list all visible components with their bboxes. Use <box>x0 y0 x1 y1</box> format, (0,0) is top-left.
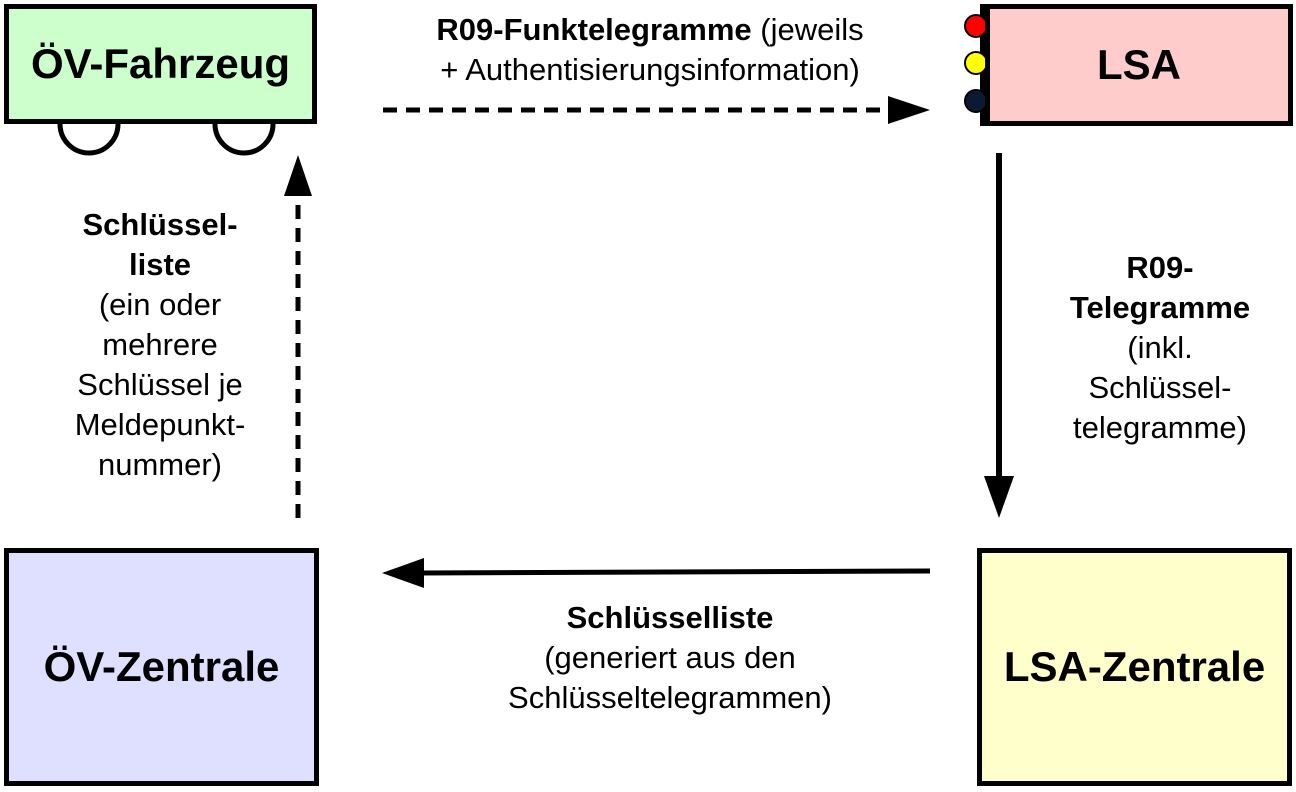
edge-label-vehicle-to-lsa-line1: R09-Funktelegramme (jeweils <box>360 10 940 50</box>
edge-label-lsa-to-lsa-zentrale-bold2-text: Telegramme <box>1069 290 1251 325</box>
edge-label-oev-zentrale-to-vehicle-bold2: liste <box>20 245 300 285</box>
vehicle-wheel-left <box>57 123 121 156</box>
arrow-oev-zentrale-to-vehicle-head <box>284 155 312 196</box>
edge-label-oev-zentrale-to-vehicle-line4: mehrere <box>102 327 218 362</box>
node-lsa: LSA <box>985 4 1293 126</box>
edge-label-vehicle-to-lsa-bold: R09-Funktelegramme <box>436 12 752 47</box>
edge-label-oev-zentrale-to-vehicle-line5: Schlüssel je <box>77 367 243 402</box>
arrow-vehicle-to-lsa-head <box>888 96 930 124</box>
edge-label-lsa-to-lsa-zentrale-bold1-text: R09- <box>1126 250 1194 285</box>
edge-label-vehicle-to-lsa: R09-Funktelegramme (jeweils + Authentisi… <box>360 10 940 90</box>
signal-dark-light <box>964 89 988 113</box>
arrow-lsa-zentrale-to-oev-zentrale-head <box>382 558 424 588</box>
edge-label-oev-zentrale-to-vehicle-bold2-text: liste <box>128 247 192 282</box>
edge-label-oev-zentrale-to-vehicle-line3: (ein oder <box>98 287 222 322</box>
edge-label-oev-zentrale-to-vehicle-bold1: Schlüssel- <box>20 205 300 245</box>
node-oev-zentrale-label: ÖV-Zentrale <box>43 643 280 690</box>
edge-label-oev-zentrale-to-vehicle-bold1-text: Schlüssel- <box>82 207 238 242</box>
edge-label-lsa-to-lsa-zentrale: R09- Telegramme (inkl. Schlüssel- telegr… <box>1030 248 1290 448</box>
edge-label-oev-zentrale-to-vehicle: Schlüssel- liste (ein oder mehrere Schlü… <box>20 205 300 485</box>
edge-label-lsa-to-lsa-zentrale-bold1: R09- <box>1030 248 1290 288</box>
edge-label-lsa-zentrale-to-oev-zentrale-line2: (generiert aus den <box>544 640 796 675</box>
edge-label-oev-zentrale-to-vehicle-line7: nummer) <box>97 447 222 482</box>
edge-label-lsa-to-lsa-zentrale-bold2: Telegramme <box>1030 288 1290 328</box>
node-oev-fahrzeug-label: ÖV-Fahrzeug <box>30 40 291 87</box>
edge-label-lsa-to-lsa-zentrale-line3: (inkl. <box>1127 330 1193 365</box>
edge-label-vehicle-to-lsa-line2: + Authentisierungsinformation) <box>440 52 860 87</box>
edge-label-lsa-to-lsa-zentrale-line5: telegramme) <box>1073 410 1247 445</box>
edge-label-lsa-zentrale-to-oev-zentrale-line3: Schlüsseltelegrammen) <box>508 680 832 715</box>
edge-label-vehicle-to-lsa-rest: (jeweils <box>751 12 864 47</box>
node-oev-zentrale: ÖV-Zentrale <box>4 548 319 786</box>
vehicle-wheel-right <box>212 123 276 156</box>
edge-label-lsa-zentrale-to-oev-zentrale-bold: Schlüsselliste <box>566 600 774 635</box>
edge-label-lsa-to-lsa-zentrale-line4: Schlüssel- <box>1088 370 1232 405</box>
signal-yellow-light <box>964 51 988 75</box>
node-lsa-label: LSA <box>1097 41 1181 88</box>
node-oev-fahrzeug: ÖV-Fahrzeug <box>4 4 317 124</box>
edge-label-lsa-zentrale-to-oev-zentrale-bold-line: Schlüsselliste <box>420 598 920 638</box>
arrow-lsa-to-lsa-zentrale-head <box>984 476 1014 518</box>
edge-label-oev-zentrale-to-vehicle-line6: Meldepunkt- <box>74 407 246 442</box>
signal-red-light <box>964 14 988 38</box>
node-lsa-zentrale: LSA-Zentrale <box>977 548 1292 786</box>
node-lsa-zentrale-label: LSA-Zentrale <box>1003 643 1266 690</box>
edge-label-lsa-zentrale-to-oev-zentrale: Schlüsselliste (generiert aus den Schlüs… <box>420 598 920 718</box>
arrow-lsa-zentrale-to-oev-zentrale-shaft <box>419 568 931 576</box>
